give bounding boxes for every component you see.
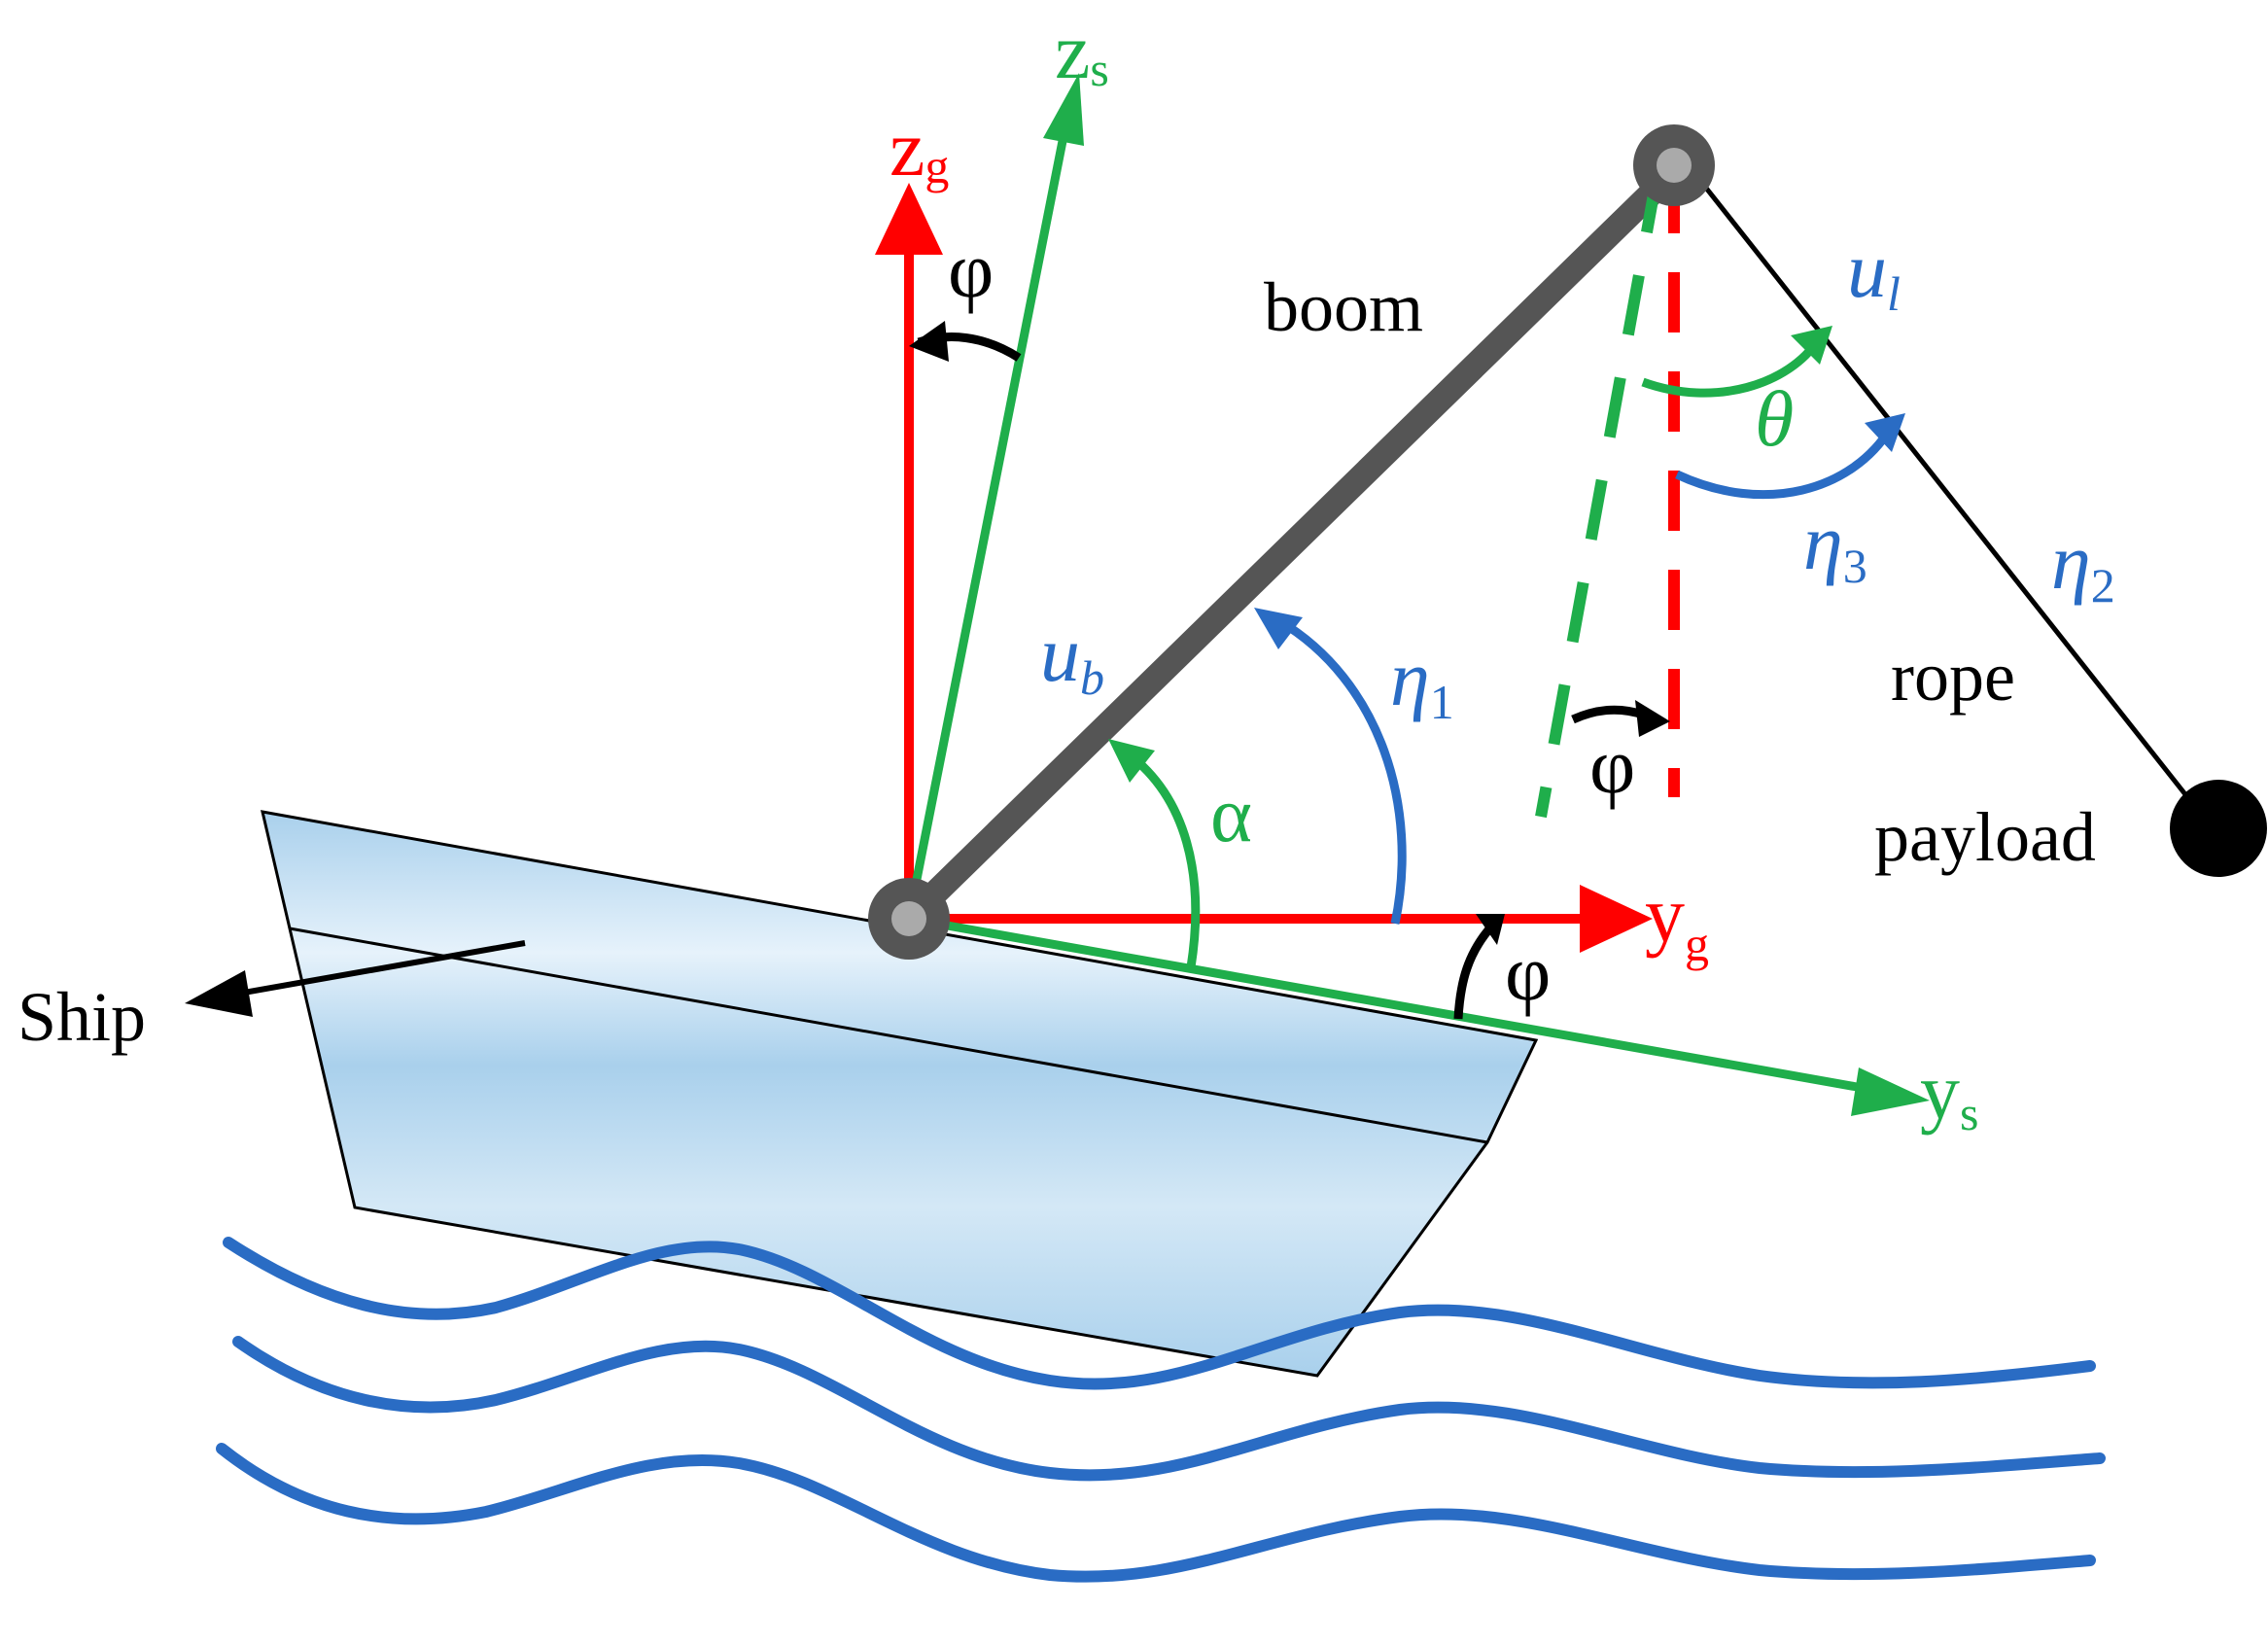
phi-label-top: φ [948, 226, 994, 314]
ship-label: Ship [17, 978, 146, 1056]
ship-y-axis [908, 914, 1930, 1116]
ys-label: ys [1920, 1047, 1978, 1140]
yg-main: y [1645, 870, 1685, 959]
zg-main: z [890, 104, 925, 192]
ub-main: u [1040, 610, 1080, 698]
theta-label: θ [1755, 374, 1794, 463]
ys-sub: s [1960, 1086, 1978, 1140]
ys-main: y [1920, 1047, 1960, 1136]
ship-pointer-arrow [185, 940, 526, 1017]
rope-line [1685, 161, 2209, 823]
phi-label-right: φ [1505, 928, 1551, 1017]
eta1-label: η1 [1390, 634, 1454, 729]
ship-hull [261, 810, 1539, 1378]
rope-label: rope [1891, 638, 2015, 716]
ground-z-axis [875, 183, 943, 919]
eta1-main: η [1390, 634, 1430, 722]
alpha-arc [1108, 739, 1201, 968]
eta1-arc [1254, 608, 1407, 925]
eta3-arc [1675, 413, 1905, 500]
ground-y-axis [909, 885, 1653, 953]
ul-label: ul [1847, 226, 1901, 321]
eta2-sub: 2 [2091, 558, 2115, 612]
eta3-label: η3 [1803, 498, 1867, 593]
ub-sub: b [1080, 650, 1104, 705]
ship-z-axis [904, 73, 1084, 920]
eta3-sub: 3 [1843, 539, 1867, 593]
zs-main: z [1055, 7, 1090, 95]
eta3-main: η [1803, 498, 1843, 586]
phi-arc-top [909, 321, 1022, 362]
phi-arc-right [1453, 914, 1505, 1020]
boom-tip-pulley [1633, 124, 1715, 206]
zg-sub: g [925, 139, 949, 193]
phi-label-tip: φ [1589, 721, 1635, 810]
eta2-main: η [2051, 517, 2091, 606]
zs-label: zs [1055, 7, 1109, 96]
zs-sub: s [1090, 42, 1108, 96]
ul-main: u [1847, 226, 1887, 314]
tilted-dashed-line [1535, 171, 1663, 819]
theta-arc [1641, 326, 1832, 398]
ul-sub: l [1887, 266, 1901, 321]
eta2-label: η2 [2051, 517, 2115, 612]
base-pivot-joint [868, 878, 950, 960]
alpha-label: α [1210, 770, 1252, 858]
yg-sub: g [1685, 917, 1709, 971]
phi-arc-tip [1571, 700, 1670, 737]
payload-mass [2170, 780, 2267, 877]
yg-label: yg [1645, 870, 1709, 971]
boom-bar [896, 160, 1685, 931]
ub-label: ub [1040, 610, 1104, 705]
payload-label: payload [1874, 798, 2096, 876]
boom-label: boom [1264, 268, 1423, 346]
eta1-sub: 1 [1430, 675, 1454, 729]
zg-label: zg [890, 104, 949, 193]
water-waves [216, 1237, 2106, 1583]
